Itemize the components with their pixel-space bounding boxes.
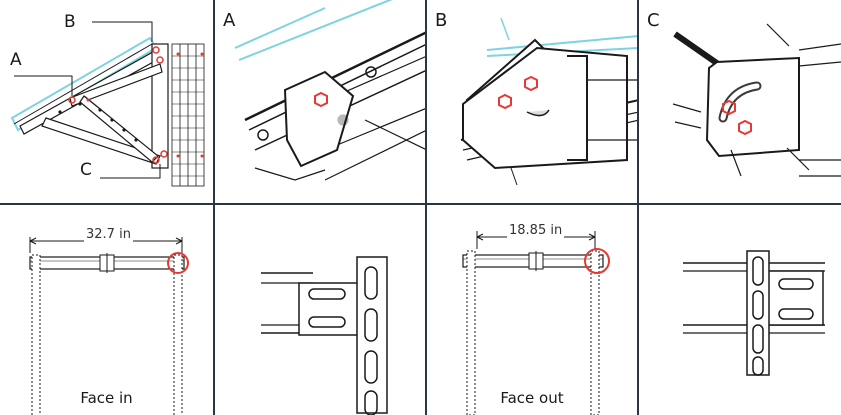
face-in-detail-panel: [215, 205, 427, 415]
face-in-caption: Face in: [80, 389, 133, 407]
face-out-caption: Face out: [500, 389, 564, 407]
overview-drawing: [10, 21, 205, 187]
callout-label-c: C: [80, 160, 92, 180]
panel-letter-a: A: [223, 10, 236, 31]
face-in-dimension: 32.7 in: [84, 227, 133, 242]
callout-label-a: A: [10, 50, 22, 70]
face-out-dimension: 18.85 in: [507, 223, 565, 238]
face-out-detail-panel: [639, 205, 841, 415]
face-out-panel: 18.85 in Face out: [427, 205, 639, 415]
overview-panel: B A C: [0, 0, 215, 205]
face-out-drawing: [462, 231, 610, 415]
detail-c-drawing: [672, 23, 841, 177]
detail-c-panel: C: [639, 0, 841, 205]
panel-letter-b: B: [435, 10, 448, 31]
face-out-detail-drawing: [683, 250, 825, 376]
face-in-drawing: [29, 237, 189, 415]
face-in-detail-drawing: [261, 256, 388, 415]
callout-label-b: B: [64, 12, 76, 32]
detail-b-drawing: [460, 17, 637, 186]
detail-b-panel: B: [427, 0, 639, 205]
face-in-panel: 32.7 in Face in: [0, 205, 215, 415]
detail-a-drawing: [234, 0, 425, 181]
panel-letter-c: C: [647, 10, 660, 31]
detail-a-panel: A: [215, 0, 427, 205]
